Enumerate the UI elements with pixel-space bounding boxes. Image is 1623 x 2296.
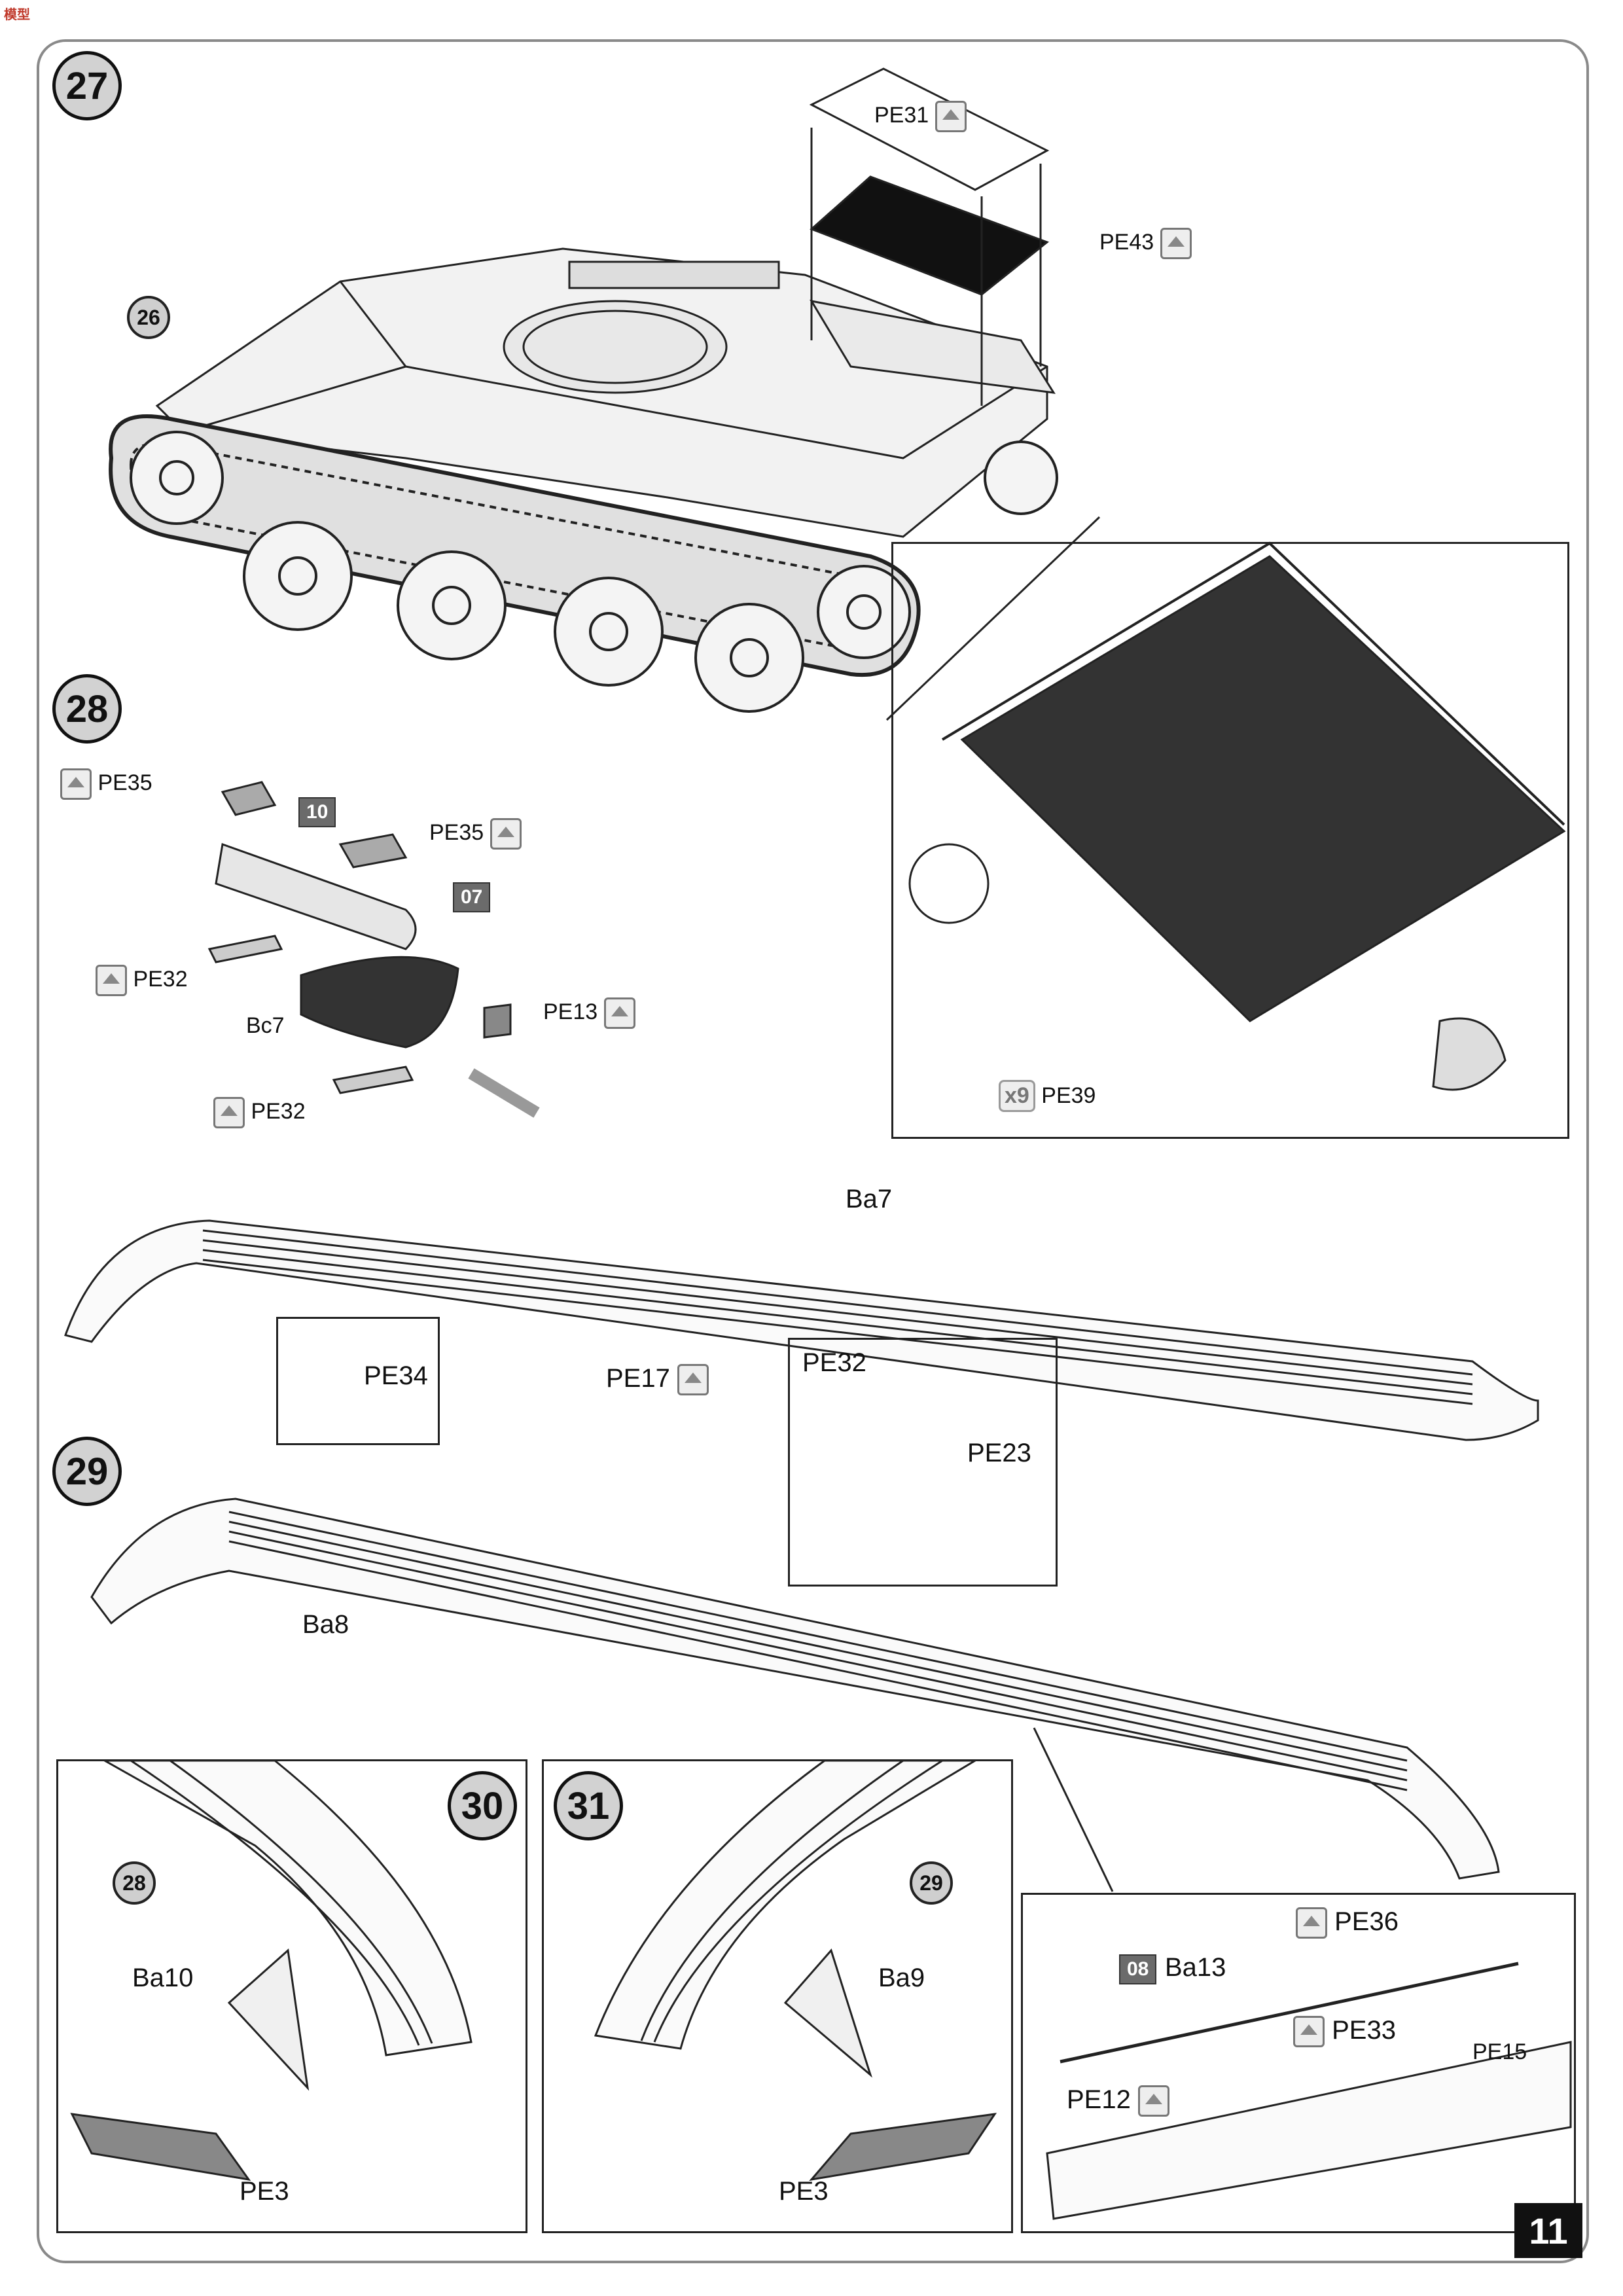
pe12-label: PE12 (1067, 2085, 1169, 2117)
pe15-label: PE15 (1472, 2039, 1527, 2064)
pe36-label: PE36 (1296, 1907, 1399, 1939)
pe34-label: PE34 (364, 1361, 428, 1390)
pe3-label-31: PE3 (779, 2177, 829, 2206)
fender-ba8-drawing (90, 1498, 1500, 1880)
photo-etch-icon (677, 1364, 709, 1396)
ba13-label: Ba13 (1165, 1953, 1226, 1982)
ref-28-badge: 28 (113, 1861, 156, 1905)
pe13-label: PE13 (543, 997, 635, 1029)
step31-panel (542, 1759, 1013, 2233)
pe32-inset-label: PE32 (802, 1348, 866, 1377)
pe33-label: PE33 (1293, 2016, 1396, 2048)
pe32-pe23-detail-inset (788, 1338, 1058, 1587)
photo-etch-icon (213, 1097, 245, 1128)
ref-26-badge: 26 (127, 296, 170, 339)
pe35-text-a: PE35 (98, 770, 152, 795)
color-chip-07: 07 (453, 882, 491, 912)
stowage-drawing (207, 781, 540, 1118)
pe12-text: PE12 (1067, 2085, 1131, 2114)
ba7-label: Ba7 (846, 1185, 893, 1213)
photo-etch-icon (1160, 228, 1192, 259)
ba8-label: Ba8 (302, 1610, 349, 1639)
pe31-text: PE31 (874, 102, 929, 128)
photo-etch-icon (60, 768, 92, 800)
pe32-label-a: PE32 (96, 965, 188, 996)
pe39-label: x9 PE39 (999, 1080, 1096, 1112)
tank-hull-drawing (109, 67, 1058, 713)
pe35-label-b: PE35 (429, 818, 522, 850)
bc7-label: Bc7 (246, 1013, 285, 1038)
pe34-detail-inset (276, 1317, 440, 1445)
step-27-badge: 27 (52, 51, 122, 120)
photo-etch-icon (96, 965, 127, 996)
color-chip-10: 10 (298, 797, 336, 827)
step-31-badge: 31 (554, 1771, 623, 1840)
pe33-text: PE33 (1332, 2016, 1396, 2045)
pe31-label: PE31 (874, 101, 967, 132)
pe23-label: PE23 (967, 1439, 1031, 1467)
pe17-label: PE17 (606, 1364, 709, 1396)
photo-etch-icon (490, 818, 522, 850)
pe35-text-b: PE35 (429, 819, 484, 845)
photo-etch-icon (1293, 2016, 1325, 2048)
photo-etch-icon (1137, 2085, 1169, 2117)
step30-panel (56, 1759, 527, 2233)
photo-etch-icon (603, 997, 635, 1029)
x9-count: x9 (999, 1080, 1035, 1112)
pe36-detail-inset (1021, 1893, 1576, 2233)
pe13-text: PE13 (543, 999, 598, 1024)
color-chip-08: 08 (1119, 1954, 1157, 1984)
step-30-badge: 30 (448, 1771, 517, 1840)
page-frame (37, 39, 1589, 2263)
step-28-badge: 28 (52, 674, 122, 744)
pe36-text: PE36 (1334, 1907, 1399, 1936)
pe3-label-30: PE3 (240, 2177, 289, 2206)
mesh-detail-inset (891, 542, 1569, 1139)
pe32-text-b: PE32 (251, 1098, 306, 1124)
pe35-label-a: PE35 (60, 768, 152, 800)
pe17-text: PE17 (606, 1364, 670, 1393)
mesh-detail-drawing (885, 516, 1566, 1091)
pe32-text-a: PE32 (133, 966, 188, 992)
ref-29-badge: 29 (910, 1861, 953, 1905)
ba10-label: Ba10 (132, 1964, 194, 1992)
photo-etch-icon (935, 101, 967, 132)
step-29-badge: 29 (52, 1437, 122, 1506)
ba9-label: Ba9 (878, 1964, 925, 1992)
pe39-text: PE39 (1041, 1083, 1096, 1108)
fender-detail-drawing (1046, 2041, 1572, 2220)
page-number: 11 (1514, 2203, 1582, 2258)
header-logo: 模型 (4, 8, 30, 22)
pe32-label-b: PE32 (213, 1097, 306, 1128)
pe43-label: PE43 (1099, 228, 1192, 259)
pe43-text: PE43 (1099, 229, 1154, 255)
photo-etch-icon (1296, 1907, 1327, 1939)
